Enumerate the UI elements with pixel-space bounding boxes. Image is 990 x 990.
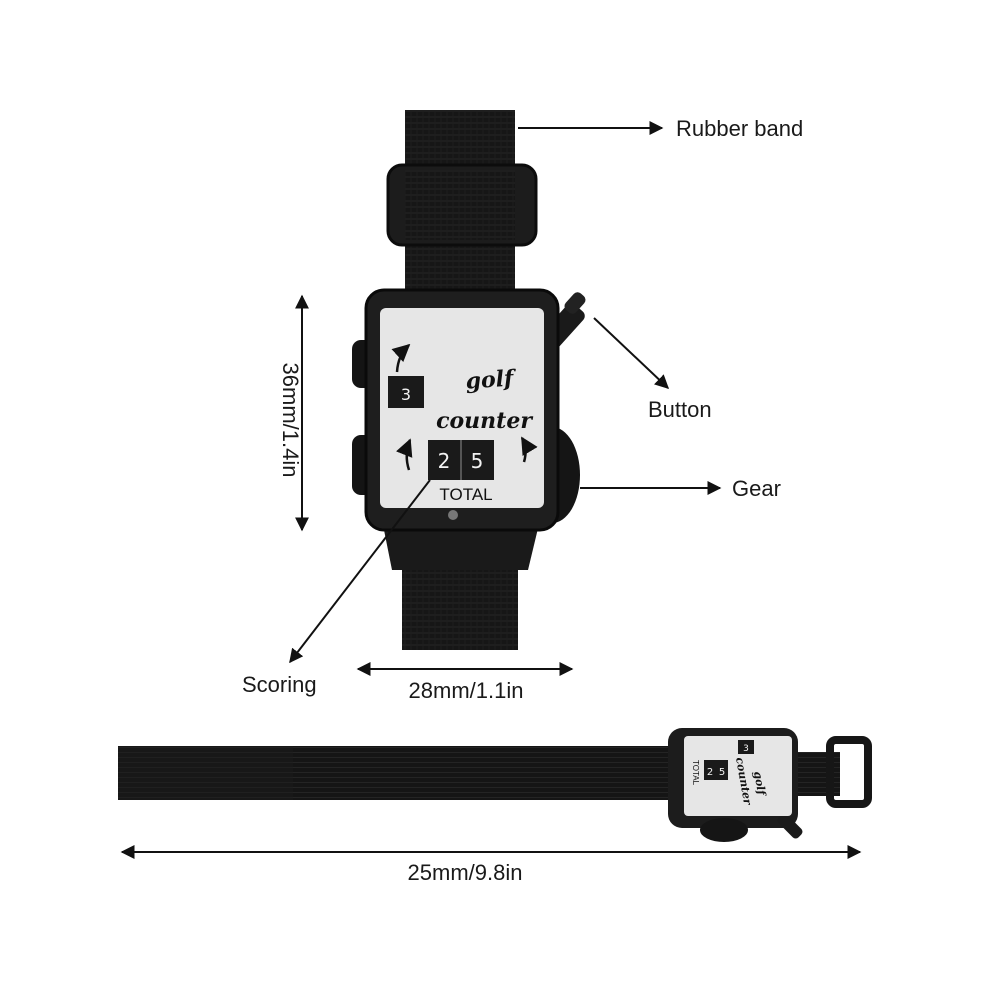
- brand-golf: golf: [465, 365, 518, 395]
- svg-text:golf: golf: [751, 770, 768, 798]
- svg-text:2: 2: [707, 767, 713, 778]
- counter-device-flat-view: 3 2 5 TOTAL counter golf: [118, 728, 872, 842]
- strap-buckle: [826, 736, 872, 808]
- brand-counter: counter: [436, 408, 533, 434]
- dimension-width: 28mm/1.1in: [356, 662, 574, 703]
- scoring-label: Scoring: [242, 672, 317, 697]
- rubber-band-label: Rubber band: [676, 116, 803, 141]
- svg-text:TOTAL: TOTAL: [691, 760, 700, 786]
- length-dimension-label: 25mm/9.8in: [408, 860, 523, 885]
- width-dimension-label: 28mm/1.1in: [409, 678, 524, 703]
- total-digit-1: 2: [438, 449, 451, 473]
- height-dimension-label: 36mm/1.4in: [278, 363, 303, 478]
- gear-label: Gear: [732, 476, 781, 501]
- counter-face: [380, 308, 544, 508]
- dimension-length: 25mm/9.8in: [120, 845, 862, 885]
- svg-text:5: 5: [719, 767, 725, 778]
- stroke-digit: 3: [401, 385, 411, 404]
- total-digit-2: 5: [471, 449, 484, 473]
- flat-counter-face: [684, 736, 792, 816]
- button-arrow: [593, 317, 670, 389]
- dimension-height: 36mm/1.4in: [278, 294, 309, 532]
- counter-device-front-view: 3 golf counter 2 5 TOTAL: [352, 110, 586, 650]
- stroke-counter-window: [388, 376, 424, 408]
- svg-text:3: 3: [743, 744, 749, 754]
- total-label: TOTAL: [439, 485, 492, 504]
- button-label: Button: [648, 397, 712, 422]
- callouts: Rubber band Button Gear Scoring: [242, 116, 803, 697]
- scoring-arrow: [289, 479, 431, 664]
